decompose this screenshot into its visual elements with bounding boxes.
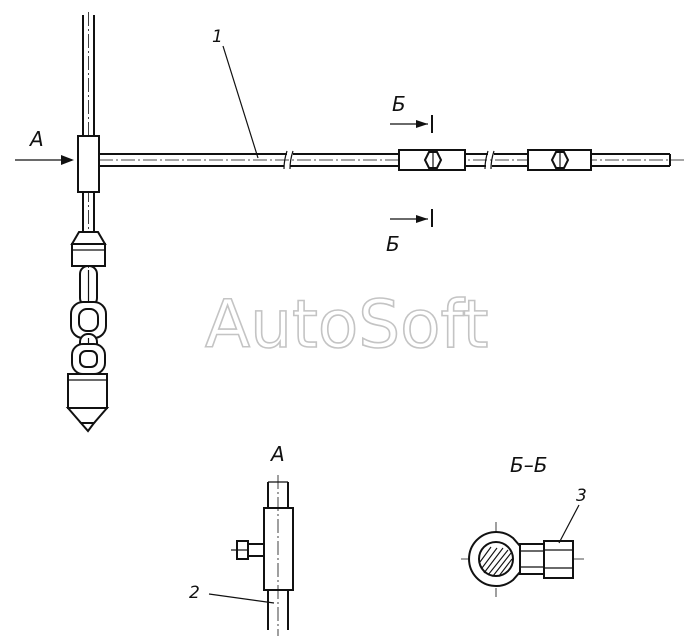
view-a-title: А: [269, 442, 285, 466]
clamp-bushing-2: [527, 149, 592, 171]
t-block: [77, 135, 100, 193]
section-mark-top: Б: [390, 92, 433, 133]
vertical-rod-lower: [82, 192, 95, 232]
callout-label-3: 3: [576, 486, 587, 506]
section-label-top: Б: [392, 92, 406, 116]
callout-3: 3: [558, 486, 587, 544]
chain-links: [70, 265, 107, 375]
handle-rod: [99, 150, 684, 170]
view-label-a: А: [28, 127, 44, 151]
chain-upper-shackle: [70, 231, 107, 267]
view-arrow-a: А: [15, 127, 74, 165]
plumb-bob: [65, 373, 110, 433]
callout-label-1: 1: [212, 27, 223, 47]
clamp-bushing-1: [398, 149, 466, 171]
view-a-detail: [231, 475, 294, 636]
callout-1: 1: [212, 27, 259, 159]
section-label-bottom: Б: [386, 232, 400, 256]
callout-label-2: 2: [189, 583, 200, 603]
section-bb-title: Б–Б: [510, 453, 547, 477]
watermark: AutoSoft: [205, 286, 488, 363]
section-mark-bottom: Б: [386, 209, 433, 256]
callout-2: 2: [189, 583, 275, 604]
section-bb-detail: [461, 522, 584, 597]
